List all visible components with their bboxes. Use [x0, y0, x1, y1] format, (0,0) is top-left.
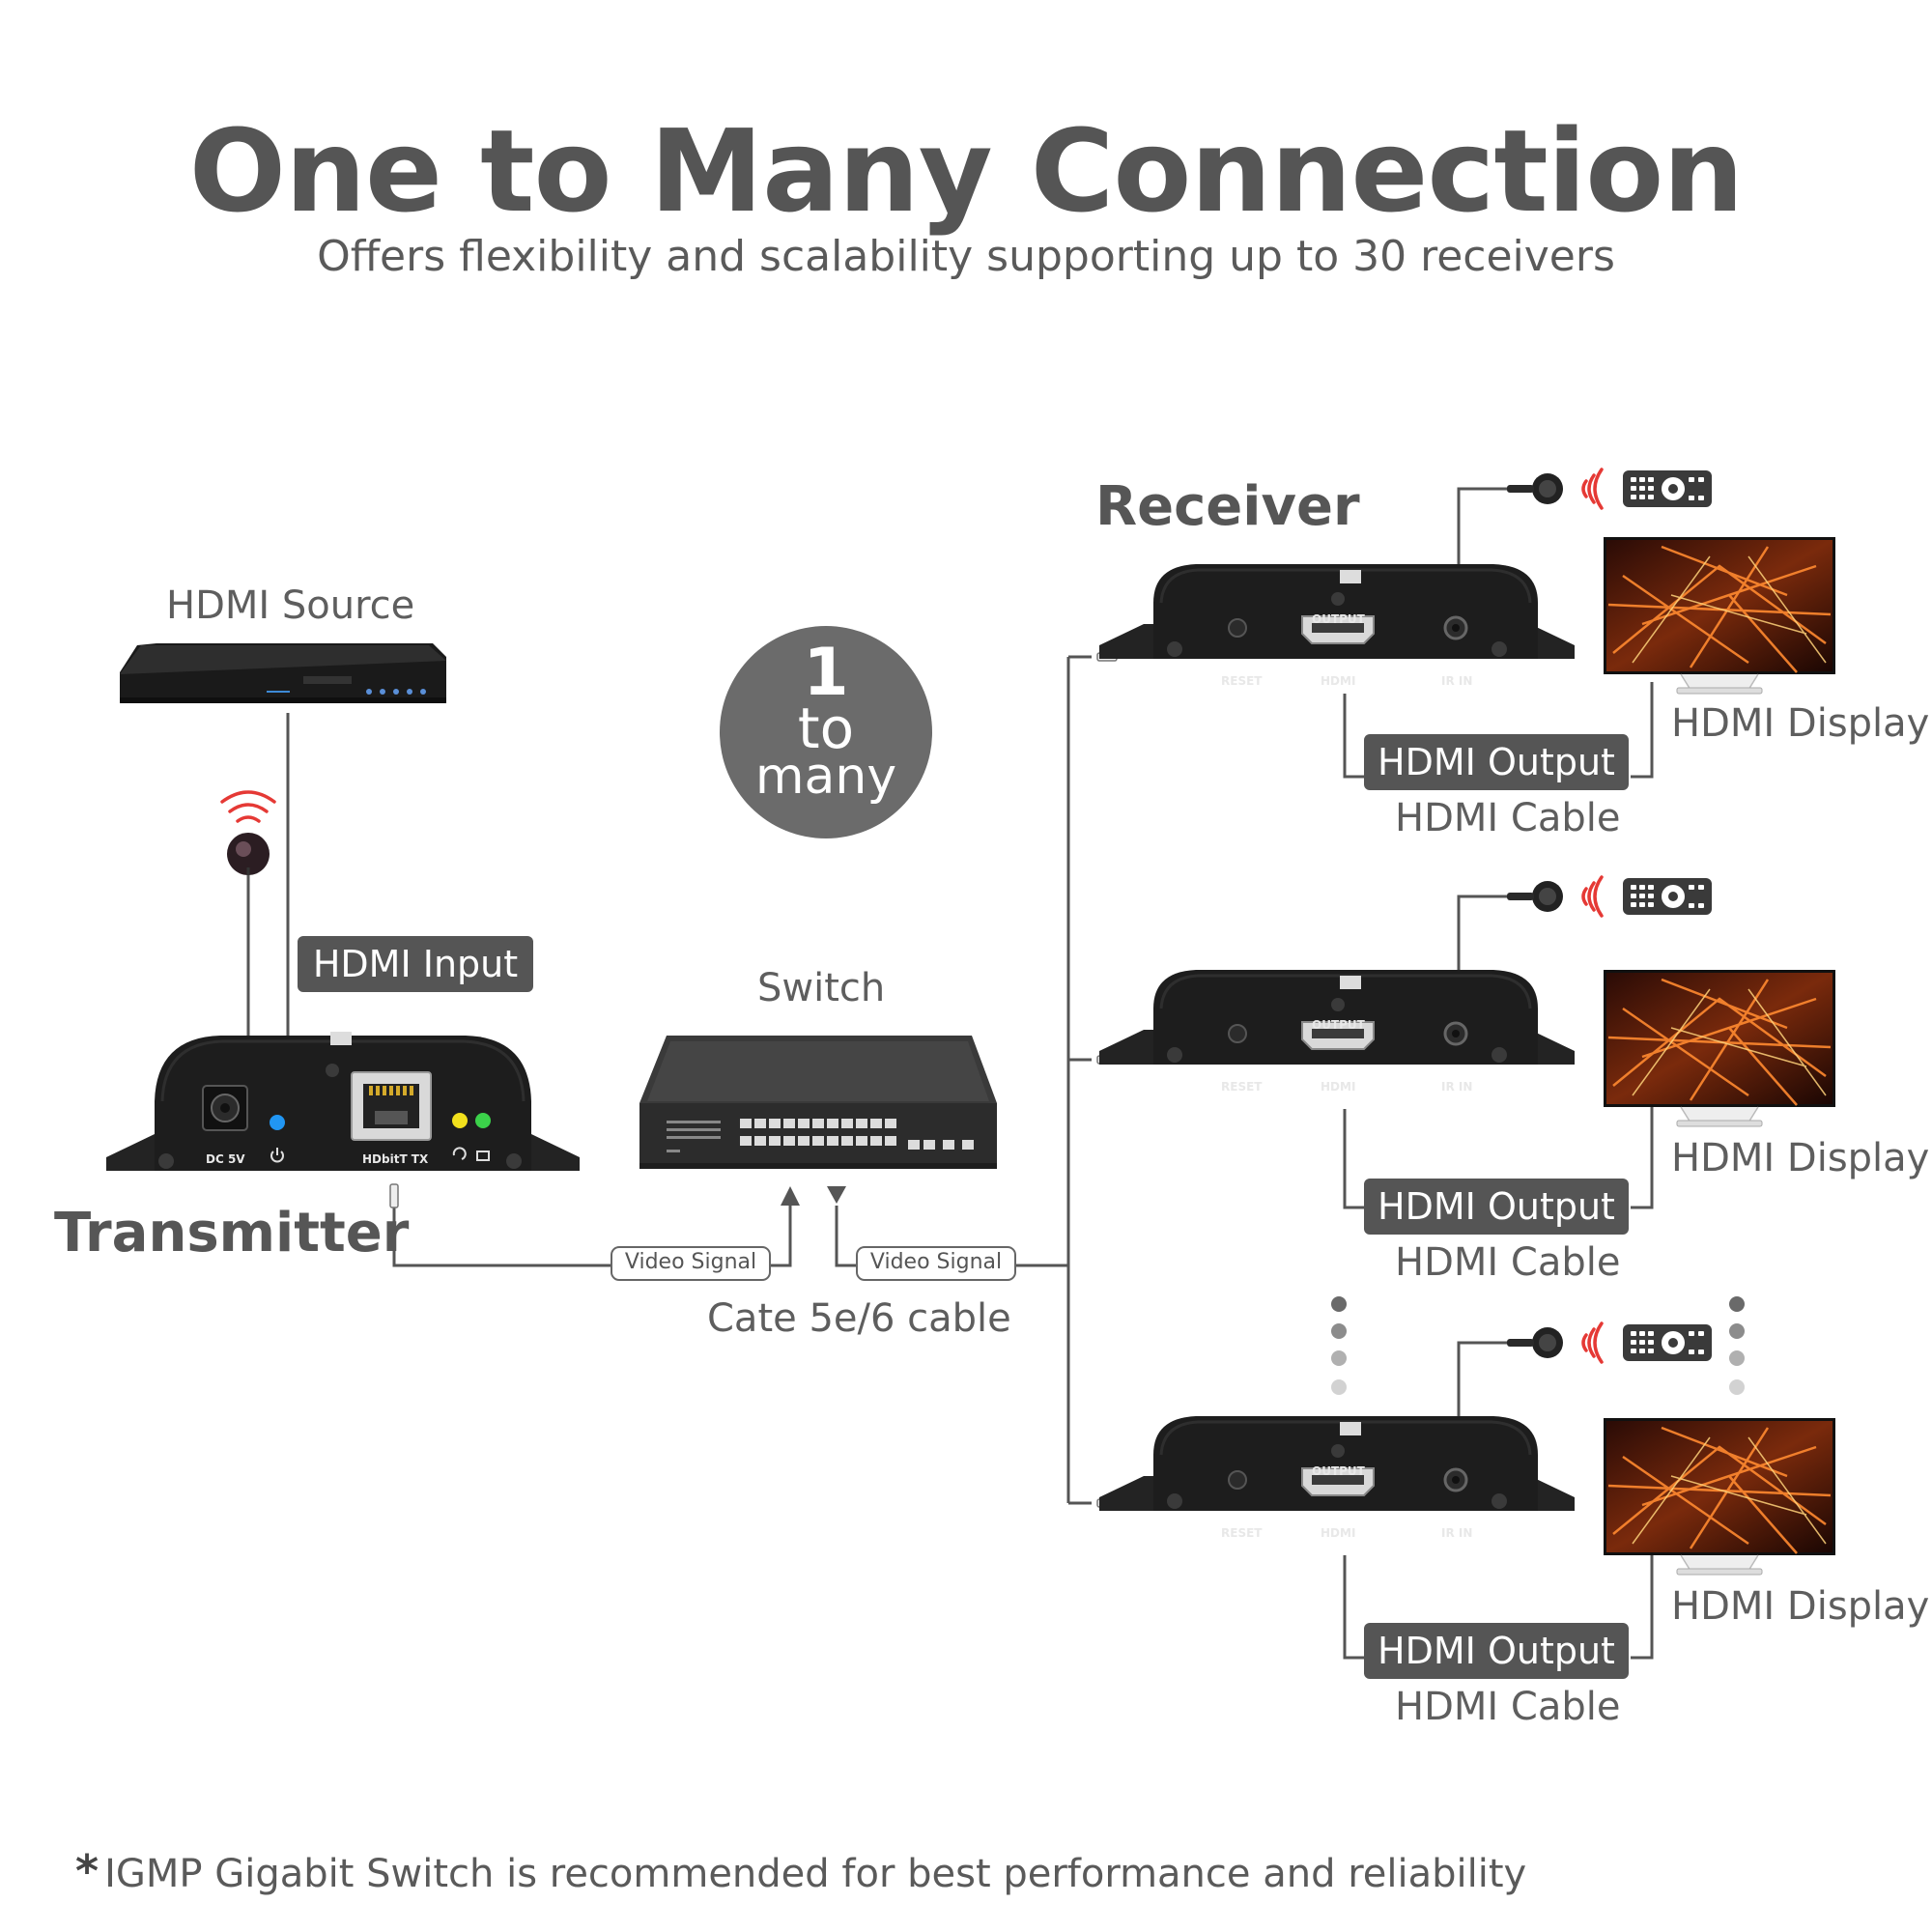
hdmi-display-1: [1602, 535, 1837, 696]
video-signal-in-label: Video Signal: [611, 1246, 771, 1281]
rx3-output-label: OUTPUT: [1312, 1464, 1366, 1478]
arrow-down-icon: [827, 1186, 846, 1204]
footnote-text: IGMP Gigabit Switch is recommended for b…: [104, 1852, 1527, 1896]
ir-wave-icon: [220, 790, 276, 823]
badge-line-1: 1: [803, 635, 849, 711]
hdmi-output-badge-3: HDMI Output: [1364, 1623, 1629, 1679]
transmitter-device: DC 5V HDbitT TX: [106, 1032, 580, 1171]
rx3-hdmi-label: HDMI: [1321, 1526, 1355, 1540]
receiver-device-1: OUTPUT RESET HDMI IR IN: [1097, 562, 1577, 688]
cable-type-label: Cate 5e/6 cable: [707, 1296, 1011, 1341]
hdmi-source-label: HDMI Source: [166, 583, 415, 628]
hdmi-cable-label-2: HDMI Cable: [1395, 1240, 1621, 1285]
page-subtitle: Offers flexibility and scalability suppo…: [317, 232, 1615, 281]
rj45-plug-icon: [389, 1183, 399, 1208]
hdmi-output-badge-2: HDMI Output: [1364, 1179, 1629, 1235]
video-signal-out-label: Video Signal: [856, 1246, 1016, 1281]
rx1-hdmi-label: HDMI: [1321, 674, 1355, 688]
page-title: One to Many Connection: [188, 104, 1745, 238]
rx1-reset-label: RESET: [1221, 674, 1263, 688]
badge-line-2: to: [797, 696, 855, 761]
hdmi-output-badge-1: HDMI Output: [1364, 734, 1629, 790]
power-icon: [270, 1151, 284, 1163]
transmitter-label: Transmitter: [54, 1202, 410, 1264]
tx-hdbt-label: HDbitT TX: [362, 1152, 429, 1166]
one-to-many-badge: 1 to many: [720, 626, 932, 838]
rx3-ir-label: IR IN: [1441, 1526, 1472, 1540]
badge-line-3: many: [754, 748, 897, 806]
rx1-output-label: OUTPUT: [1312, 612, 1366, 626]
ir-remote-icon: [1623, 1324, 1712, 1361]
tx-dc-label: DC 5V: [206, 1152, 245, 1166]
receiver-label: Receiver: [1095, 475, 1360, 538]
receiver-device-3: OUTPUT RESET HDMI IR IN: [1097, 1414, 1577, 1540]
hdmi-display-label-1: HDMI Display: [1671, 701, 1930, 746]
hdmi-display-label-2: HDMI Display: [1671, 1136, 1930, 1180]
receiver-device-2: OUTPUT RESET HDMI IR IN: [1097, 968, 1577, 1094]
footnote: *IGMP Gigabit Switch is recommended for …: [75, 1845, 1526, 1897]
rx2-ir-label: IR IN: [1441, 1080, 1472, 1094]
rx2-hdmi-label: HDMI: [1321, 1080, 1355, 1094]
more-receivers-dots-right: [1729, 1296, 1745, 1395]
ir-sensor-icon: [1507, 473, 1563, 504]
ir-remote-icon: [1623, 878, 1712, 915]
ir-sensor-icon: [1507, 881, 1563, 912]
rx1-ir-label: IR IN: [1441, 674, 1472, 688]
hdmi-input-badge: HDMI Input: [298, 936, 533, 992]
hdmi-cable-label-1: HDMI Cable: [1395, 796, 1621, 840]
ir-wave-icon: [1581, 468, 1604, 510]
switch-label: Switch: [757, 966, 886, 1010]
hdmi-display-2: [1602, 968, 1837, 1128]
ir-sensor-icon: [227, 833, 270, 875]
ir-remote-icon: [1623, 470, 1712, 507]
rx2-reset-label: RESET: [1221, 1080, 1263, 1094]
hdmi-display-label-3: HDMI Display: [1671, 1584, 1930, 1629]
hdmi-source-device: [120, 643, 446, 703]
hdmi-cable-label-3: HDMI Cable: [1395, 1685, 1621, 1729]
arrow-up-icon: [781, 1186, 800, 1206]
footnote-marker: *: [75, 1845, 99, 1897]
rx3-reset-label: RESET: [1221, 1526, 1263, 1540]
network-switch: [639, 1036, 997, 1169]
hdmi-display-3: [1602, 1416, 1837, 1577]
more-receivers-dots-left: [1331, 1296, 1347, 1395]
ir-sensor-icon: [1507, 1327, 1563, 1358]
ir-wave-icon: [1581, 1321, 1604, 1364]
ir-wave-icon: [1581, 875, 1604, 918]
rx2-output-label: OUTPUT: [1312, 1018, 1366, 1032]
